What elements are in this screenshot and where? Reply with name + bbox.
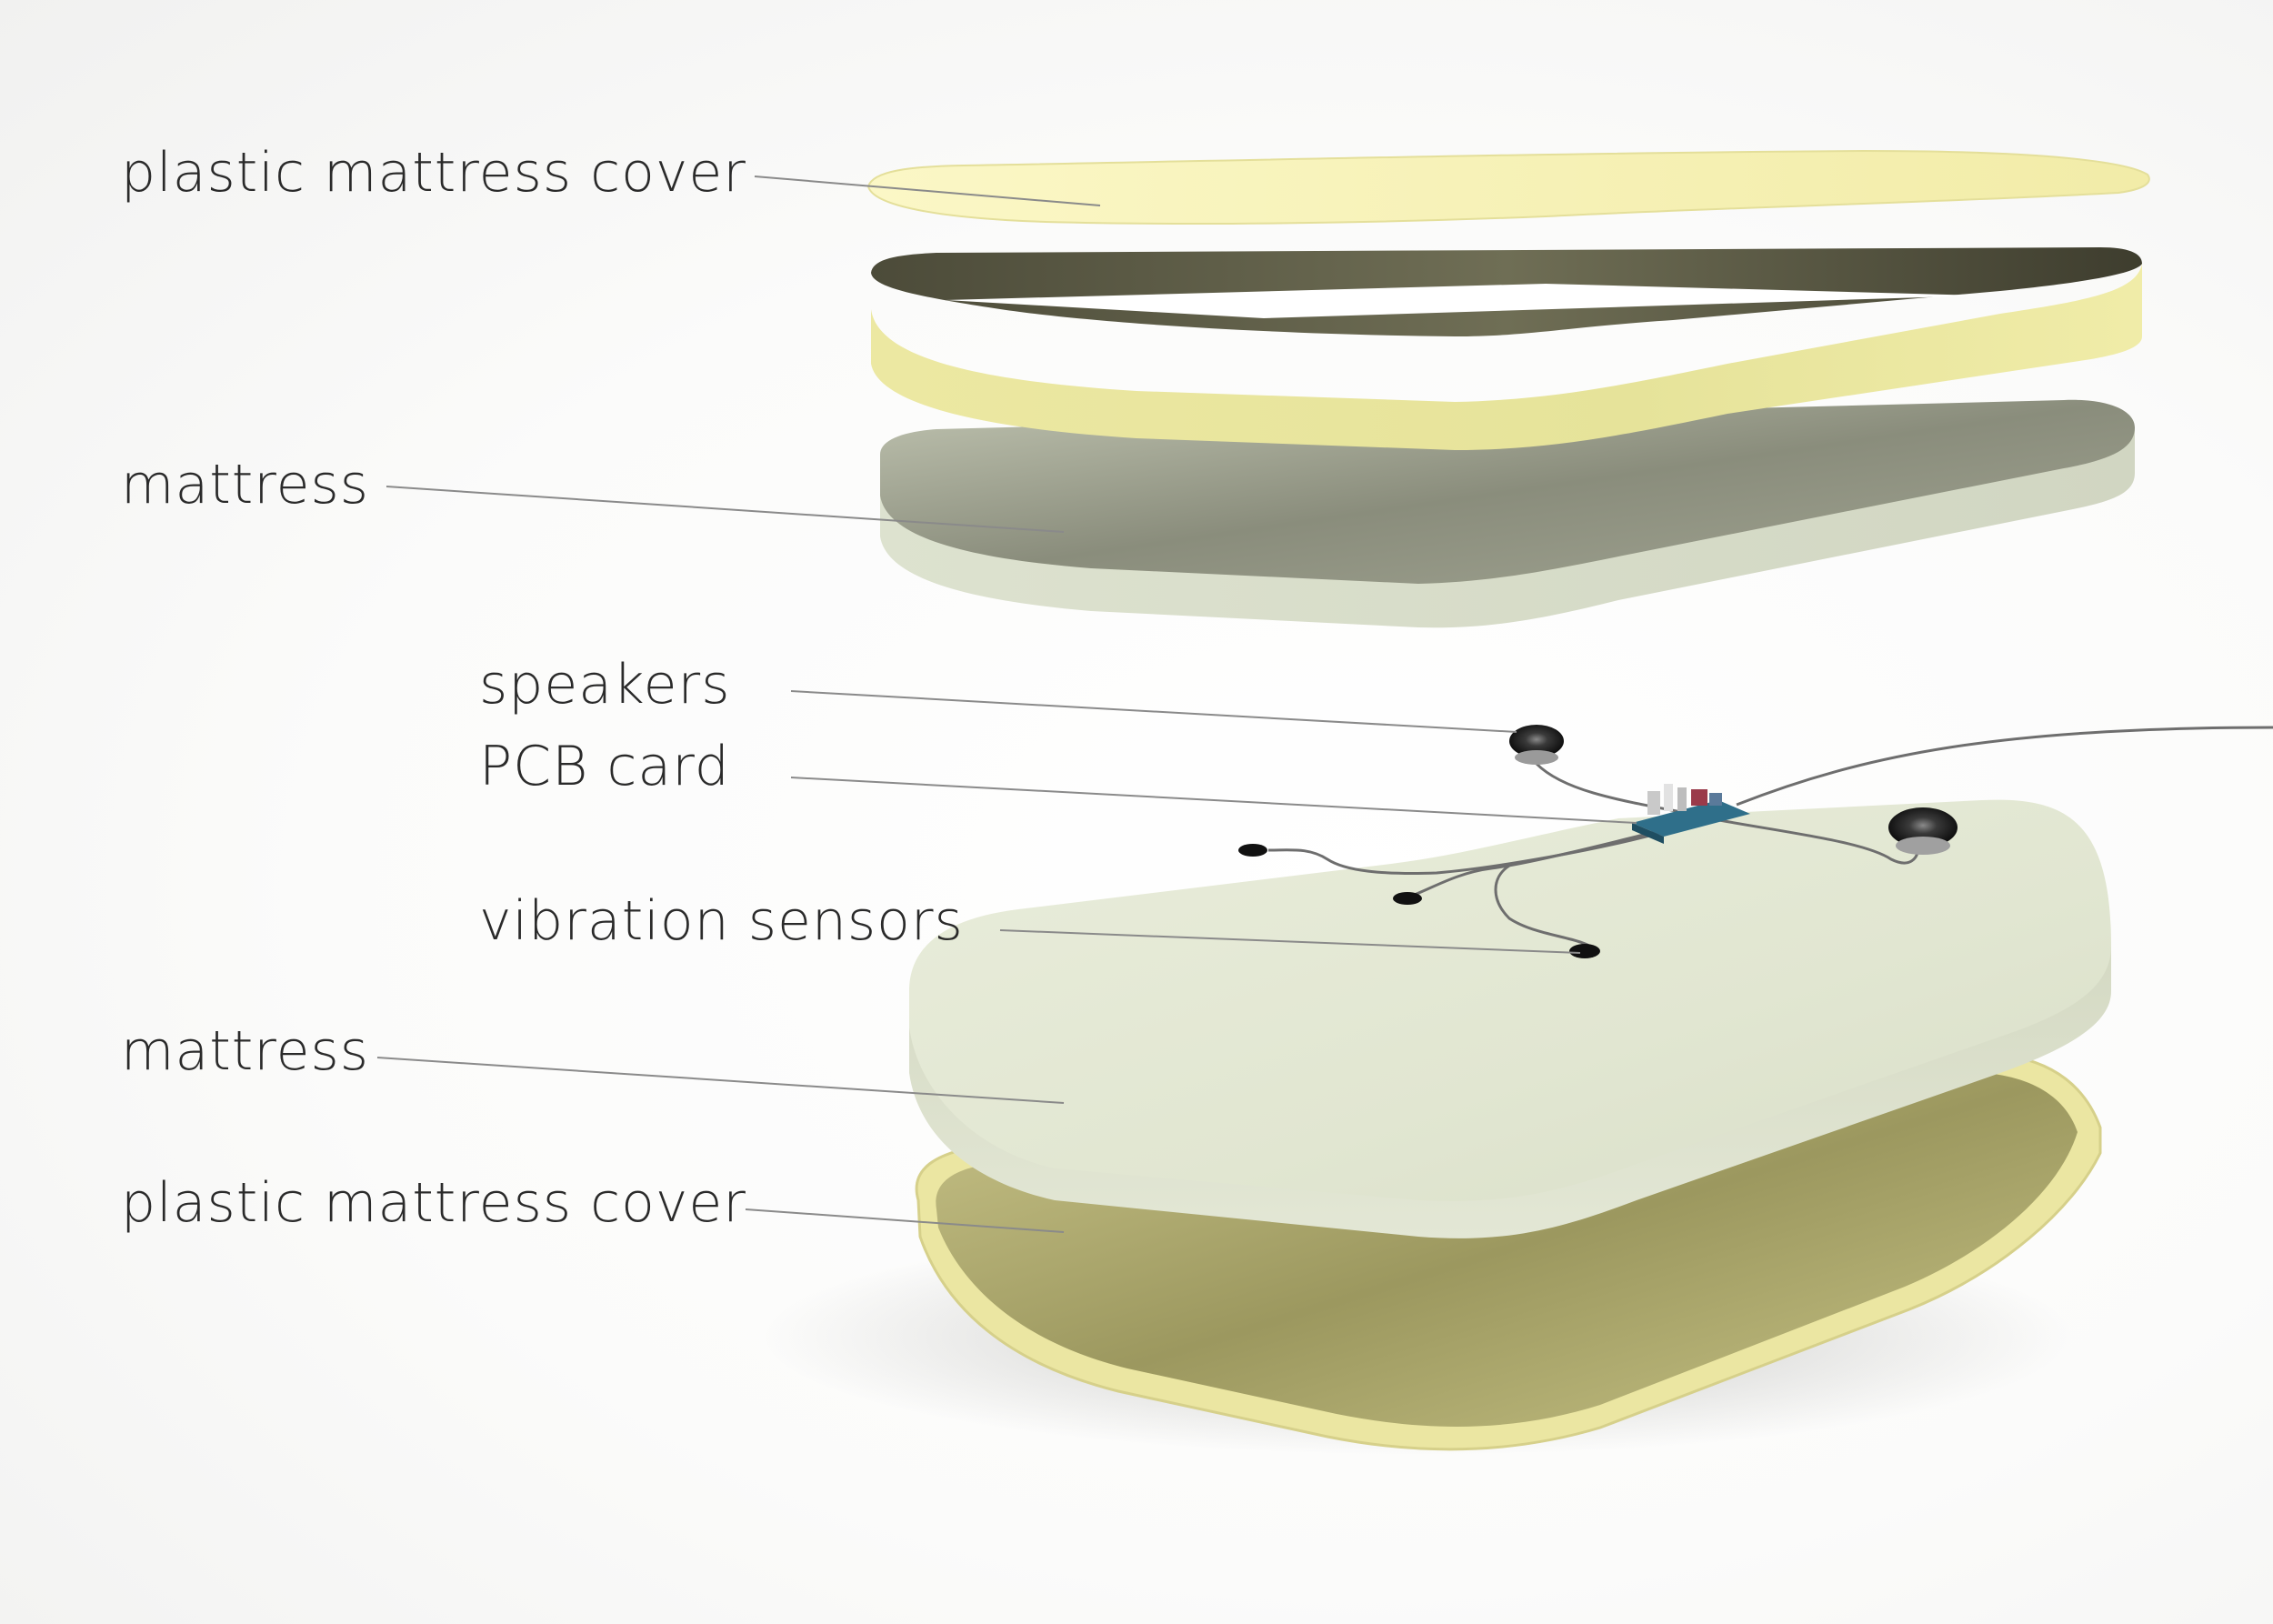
leader-pcb xyxy=(790,777,1637,824)
label-top-cover: plastic mattress cover xyxy=(121,141,746,205)
speaker-right xyxy=(1888,807,1958,855)
label-bottom-cover: plastic mattress cover xyxy=(121,1171,746,1235)
label-sensors: vibration sensors xyxy=(479,889,964,953)
leader-lines xyxy=(376,175,1637,1233)
vibration-sensor-2 xyxy=(1393,892,1422,905)
label-pcb: PCB card xyxy=(479,735,730,798)
leader-speakers xyxy=(790,690,1517,733)
label-bottom-mattress: mattress xyxy=(121,1019,370,1083)
leader-bottom-mattress xyxy=(376,1057,1065,1104)
leader-bottom-cover xyxy=(745,1208,1065,1233)
bottom-mattress xyxy=(909,799,2111,1238)
leader-top-cover xyxy=(754,175,1101,206)
wiring xyxy=(1267,726,2273,952)
vibration-sensor-3 xyxy=(1569,944,1600,958)
speaker-left xyxy=(1509,725,1564,765)
top-cover-rim xyxy=(871,247,2142,450)
vibration-sensor-1 xyxy=(1238,844,1267,857)
pcb-card xyxy=(1632,784,1750,844)
leader-top-mattress xyxy=(386,486,1065,533)
label-top-mattress: mattress xyxy=(121,453,370,516)
top-cover-lid xyxy=(866,149,2150,225)
label-speakers: speakers xyxy=(479,653,731,717)
top-mattress xyxy=(880,399,2135,628)
leader-sensors xyxy=(999,929,1581,954)
